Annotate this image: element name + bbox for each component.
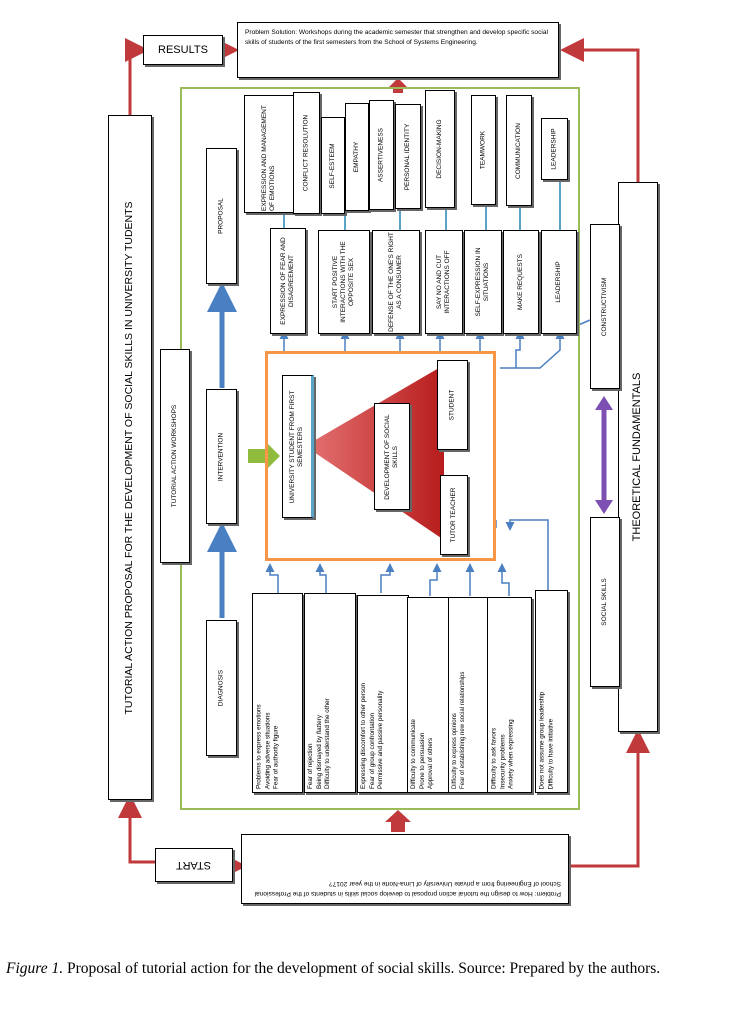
university-student-box: UNIVERSITY STUDENT FROM FIRST SEMESTERS (282, 375, 314, 518)
list-item: Anxiety when expressing (507, 719, 514, 789)
list-item: Fear of group confrontation (368, 713, 376, 789)
diagnosis-list-4: Difficulty to communicate Prone to persu… (407, 597, 449, 793)
skill-group-conflict: CONFLICT RESOLUTION (293, 92, 320, 214)
list-item: Problems to express emotions (255, 704, 262, 789)
diagnosis-list-3: Expressing discomfort to other person Fe… (357, 595, 409, 793)
skill-group-assertiveness: ASSERTIVENESS (369, 100, 394, 210)
main-title-box: TUTORIAL ACTION PROPOSAL FOR THE DEVELOP… (108, 115, 152, 800)
university-student-label: UNIVERSITY STUDENT FROM FIRST SEMESTERS (288, 390, 304, 503)
proposal-label: PROPOSAL (217, 198, 225, 234)
problem-solution-box: Problem Solution: Workshops during the a… (237, 22, 559, 78)
social-skills-label: SOCIAL SKILLS (600, 578, 608, 626)
skill-group-self-esteem: SELF-ESTEEM (321, 117, 345, 214)
development-label: DEVELOPMENT OF SOCIAL SKILLS (383, 413, 399, 500)
results-box: RESULTS (143, 35, 223, 65)
main-title: TUTORIAL ACTION PROPOSAL FOR THE DEVELOP… (123, 200, 136, 715)
workshop-skill-requests: MAKE REQUESTS (503, 230, 539, 334)
list-item: Approval of others (427, 737, 434, 789)
list-item: Permissive and passive personality (377, 690, 384, 789)
diagnosis-list-1: Problems to express emotions Avoiding ad… (252, 593, 303, 793)
list-item: Fear of authority figure (272, 725, 279, 789)
start-box: START (155, 848, 233, 882)
development-box: DEVELOPMENT OF SOCIAL SKILLS (374, 403, 410, 510)
workshops-label: TUTORIAL ACTION WORKSHOPS (170, 404, 178, 508)
workshop-skill-leadership: LEADERSHIP (541, 230, 577, 334)
list-item: Difficulty to communicate (410, 719, 417, 789)
tutor-teacher-box: TUTOR TEACHER (440, 475, 468, 555)
problem-solution-text: Problem Solution: Workshops during the a… (245, 29, 548, 46)
workshops-box: TUTORIAL ACTION WORKSHOPS (160, 349, 190, 563)
diagnosis-list-7: Does not assume group leadership Difficu… (535, 590, 568, 793)
workshop-skill-interactions: START POSITIVE INTERACTIONS WITH THE OPP… (318, 230, 370, 334)
skill-group-communication: COMMUNICATION (506, 95, 532, 206)
list-item: Difficulty to express opinions (452, 713, 458, 789)
constructivism-label: CONSTRUCTIVISM (600, 277, 608, 336)
workshop-skill-say-no: SAY NO AND CUT INTERACTIONS OFF (425, 230, 463, 334)
list-item: Being dismayed by flattery (315, 715, 323, 789)
list-item: Avoiding adverse situations (263, 712, 271, 789)
list-item: Insecurity problems (498, 734, 506, 789)
diagnosis-list-2: Fear of rejection Being dismayed by flat… (304, 593, 356, 793)
workshop-skill-defense: DEFENSE OF THE ONE'S RIGHT AS A CONSUMER (372, 230, 420, 334)
list-item: Fear of establishing new social relation… (460, 671, 467, 789)
core-frame (265, 351, 496, 561)
theoretical-title: THEORETICAL FUNDAMENTALS (631, 372, 644, 542)
skill-group-teamwork: TEAMWORK (471, 95, 496, 205)
skill-group-leadership: LEADERSHIP (541, 118, 568, 180)
diagnosis-label: DIAGNOSIS (217, 669, 225, 707)
figure-caption: Figure 1. Proposal of tutorial action fo… (6, 958, 728, 980)
tutor-teacher-label: TUTOR TEACHER (449, 487, 457, 543)
skill-group-empathy: EMPATHY (345, 103, 369, 211)
intervention-label: INTERVENTION (217, 432, 225, 481)
start-label: START (176, 859, 212, 871)
constructivism-box: CONSTRUCTIVISM (590, 224, 620, 389)
results-label: RESULTS (158, 44, 208, 56)
list-item: Expressing discomfort to other person (360, 682, 367, 789)
skill-group-decision: DECISION-MAKING (425, 90, 455, 208)
problem-text: Problem: How to design the tutorial acti… (254, 880, 561, 897)
social-skills-box: SOCIAL SKILLS (590, 517, 620, 687)
workshop-skill-fear: EXPRESSION OF FEAR AND DISAGREEMENT (270, 228, 306, 334)
list-item: Difficulty to understand the other (324, 698, 331, 789)
list-item: Prone to persuasion (418, 732, 426, 789)
diagnosis-box: DIAGNOSIS (206, 620, 237, 756)
skill-group-emotions: EXPRESSION AND MANAGEMENT OF EMOTIONS (244, 95, 294, 213)
list-item: Fear of rejection (307, 743, 314, 790)
theoretical-box: THEORETICAL FUNDAMENTALS (618, 182, 658, 732)
diagnosis-list-5: Difficulty to express opinions Fear of e… (448, 597, 488, 793)
list-item: Difficulty to ask favors (490, 727, 497, 789)
intervention-box: INTERVENTION (206, 389, 237, 524)
student-box: STUDENT (437, 360, 468, 450)
caption-text: Proposal of tutorial action for the deve… (67, 960, 661, 977)
list-item: Difficulty to have initiative (546, 718, 554, 789)
diagnosis-list-6: Difficulty to ask favors Insecurity prob… (487, 597, 532, 793)
skill-group-identity: PERSONAL IDENTITY (395, 104, 421, 209)
list-item: Does not assume group leadership (538, 691, 545, 789)
workshop-skill-self-expression: SELF-EXPRESSION IN SITUATIONS (464, 230, 502, 334)
proposal-box: PROPOSAL (206, 148, 237, 284)
student-label: STUDENT (448, 389, 456, 421)
problem-box: Problem: How to design the tutorial acti… (241, 834, 569, 904)
caption-label: Figure 1. (6, 960, 64, 977)
